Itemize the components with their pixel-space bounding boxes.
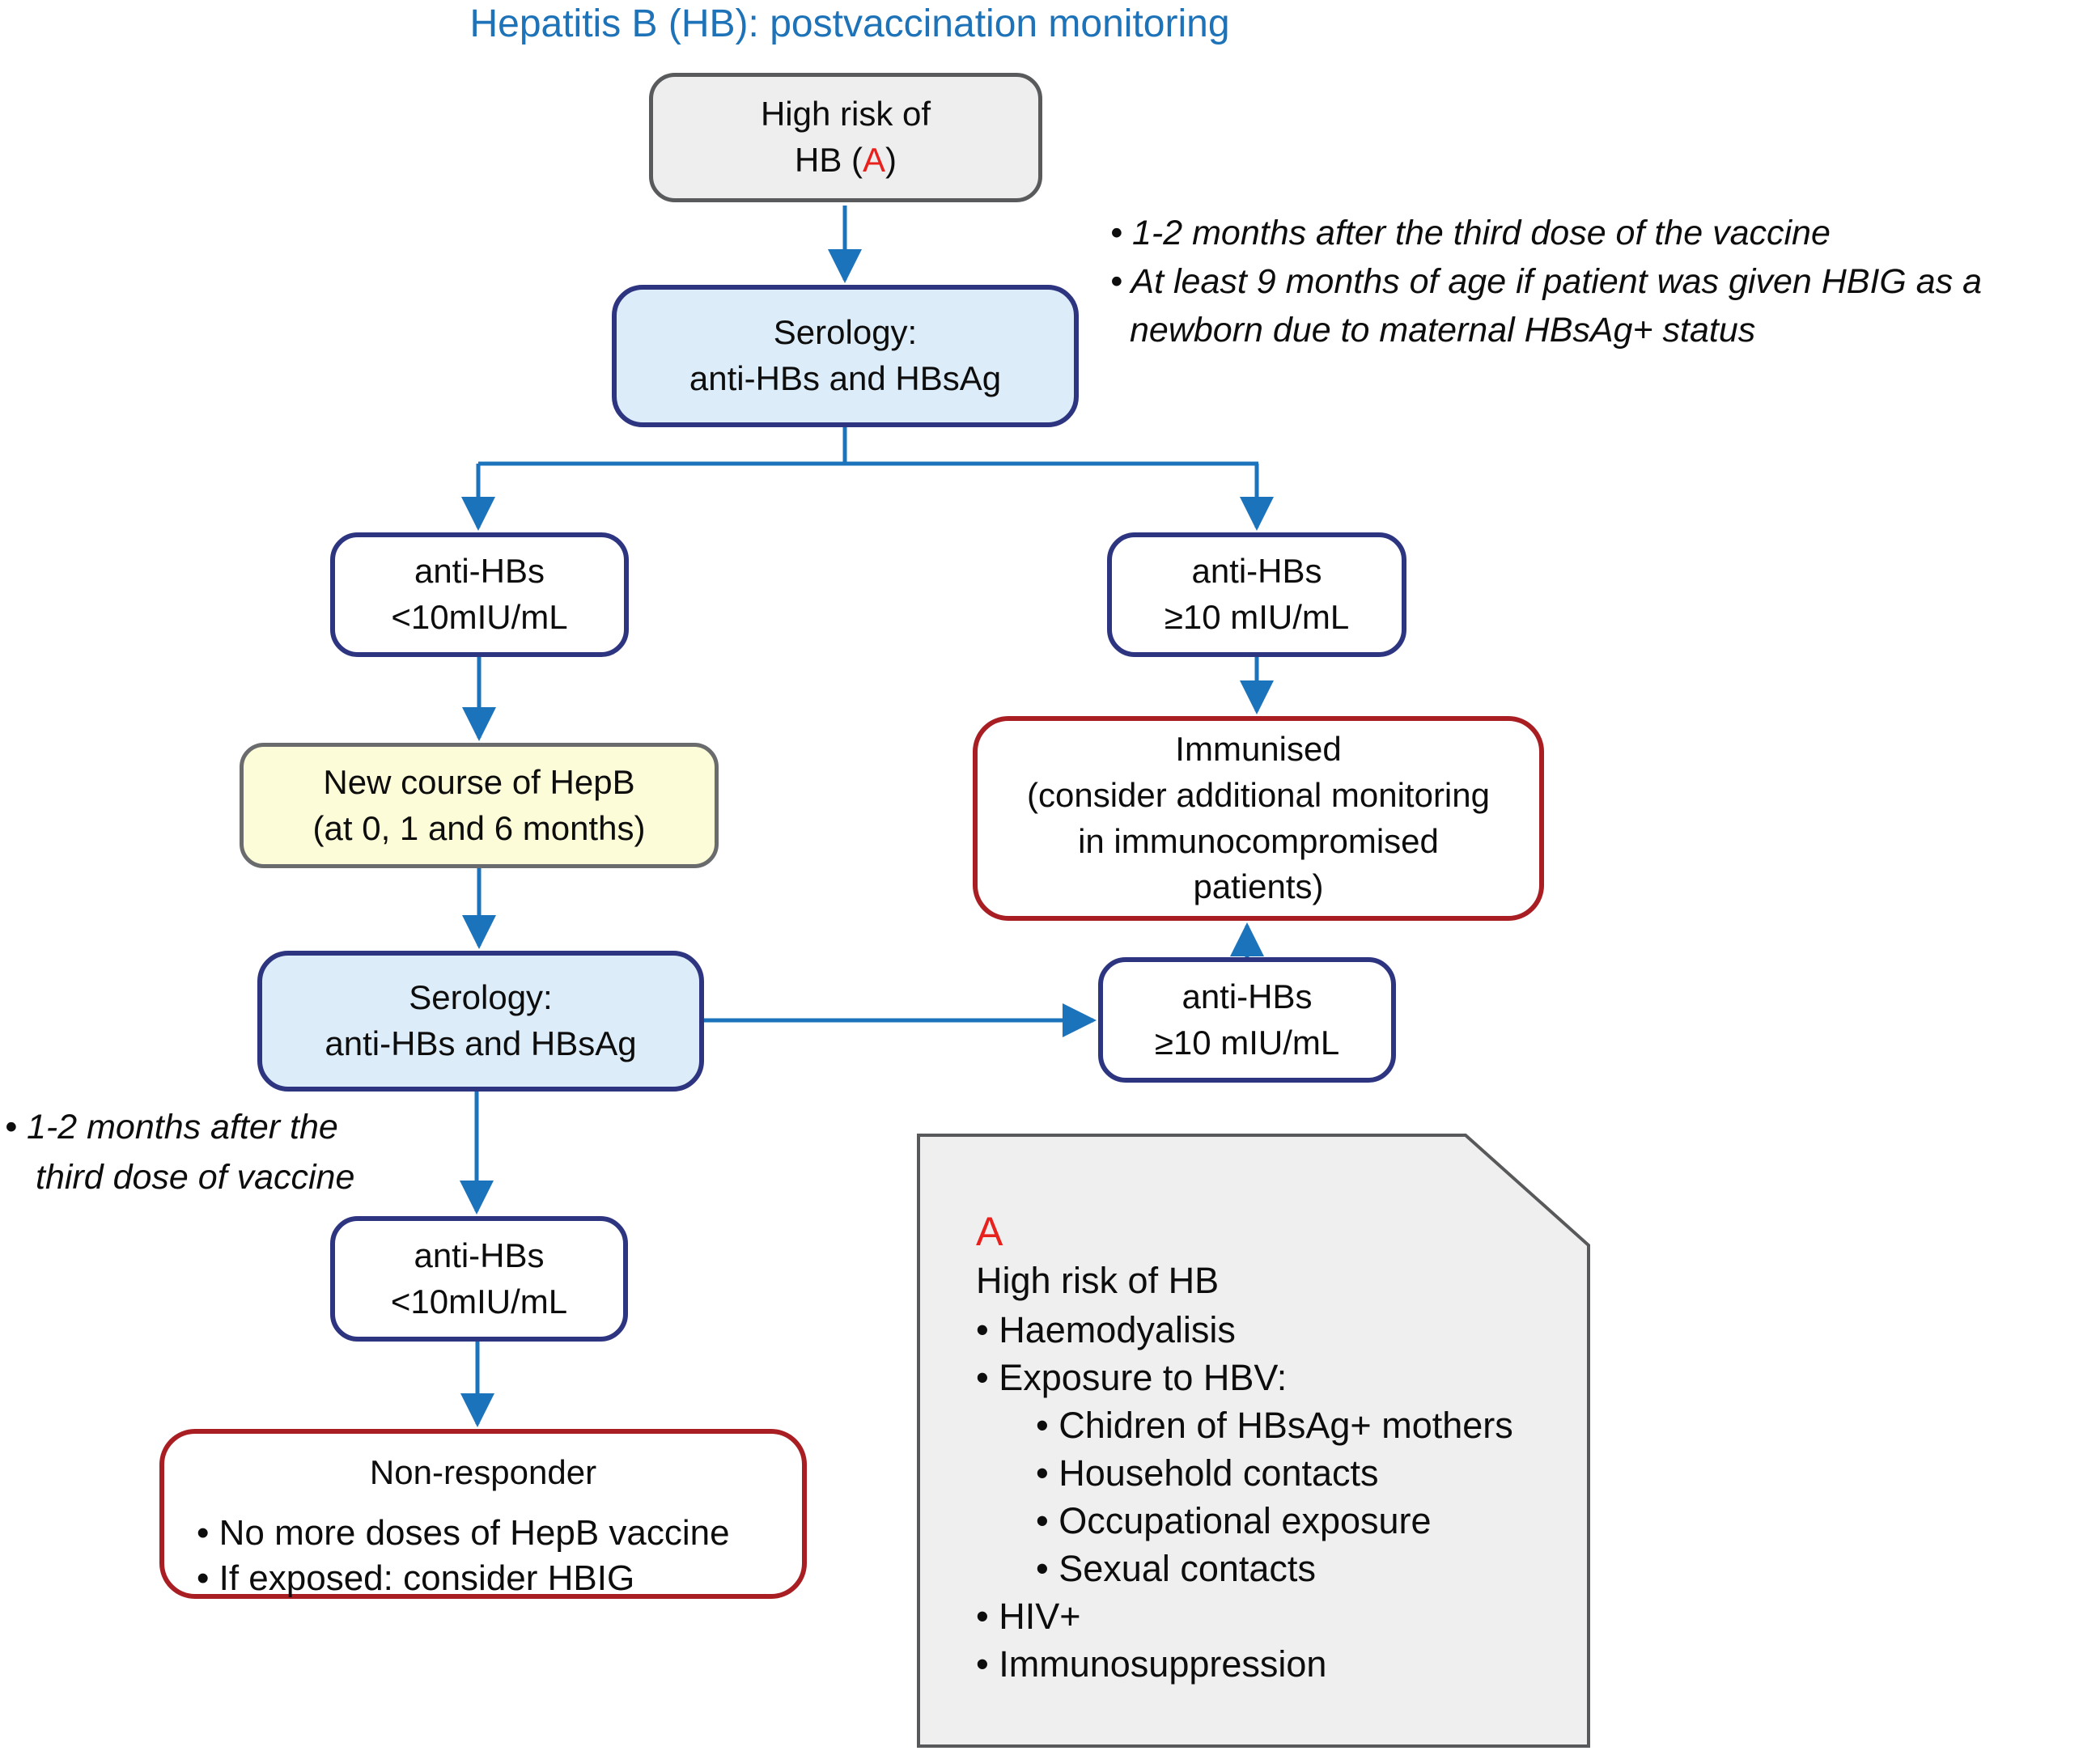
note-item: • HIV+	[976, 1596, 1081, 1637]
node-immunised-line2: (consider additional monitoring	[1027, 775, 1490, 814]
node-antihbs-low-2-line2: <10mIU/mL	[390, 1282, 568, 1320]
node-antihbs-low-1-line1: anti-HBs	[414, 552, 545, 591]
node-immunised: Immunised (consider additional monitorin…	[973, 716, 1544, 921]
note-marker-a-ref: A	[862, 141, 885, 179]
page-title: Hepatitis B (HB): postvaccination monito…	[469, 2, 1230, 45]
annotation-line: • 1-2 months after the third dose of the…	[1110, 214, 1831, 252]
node-serology-2-line1: Serology:	[409, 978, 553, 1017]
annotation-line: third dose of vaccine	[36, 1158, 355, 1197]
node-serology-1-line1: Serology:	[773, 313, 918, 352]
node-antihbs-high-2-line1: anti-HBs	[1182, 977, 1313, 1015]
node-serology-2-line2: anti-HBs and HBsAg	[325, 1024, 637, 1062]
node-antihbs-high-2-line2: ≥10 mIU/mL	[1154, 1023, 1340, 1062]
annotation-line: • 1-2 months after the	[5, 1108, 338, 1147]
node-antihbs-high-1-line2: ≥10 mIU/mL	[1164, 598, 1350, 636]
note-item: • Sexual contacts	[1036, 1548, 1316, 1589]
node-immunised-line4: patients)	[1193, 867, 1324, 906]
node-non-responder-body: Non-responder • No more doses of HepB va…	[164, 1450, 802, 1601]
node-serology-1: Serology: anti-HBs and HBsAg	[612, 285, 1079, 427]
node-non-responder-title: Non-responder	[369, 1453, 597, 1491]
note-item: • Household contacts	[1036, 1452, 1379, 1494]
node-high-risk-line2: HB (A)	[795, 138, 897, 184]
note-heading: High risk of HB	[976, 1260, 1220, 1301]
note-item: • Chidren of HBsAg+ mothers	[1036, 1405, 1513, 1446]
node-non-responder: Non-responder • No more doses of HepB va…	[159, 1429, 807, 1599]
node-immunised-line3: in immunocompromised	[1078, 821, 1439, 860]
node-non-responder-bullet: • No more doses of HepB vaccine	[197, 1512, 730, 1553]
annotation-serology2-timing: • 1-2 months after the third dose of vac…	[5, 1102, 426, 1202]
note-box: A High risk of HB • Haemodyalisis • Expo…	[976, 1207, 1513, 1688]
node-immunised-line1: Immunised	[1175, 730, 1342, 769]
annotation-line: newborn due to maternal HBsAg+ status	[1130, 311, 1756, 350]
node-antihbs-low-1-line2: <10mIU/mL	[391, 598, 568, 636]
node-new-course-line1: New course of HepB	[323, 762, 635, 801]
node-new-course-line2: (at 0, 1 and 6 months)	[312, 808, 646, 847]
note-item: • Occupational exposure	[1036, 1500, 1432, 1541]
node-antihbs-high-1: anti-HBs ≥10 mIU/mL	[1107, 532, 1406, 657]
node-serology-2: Serology: anti-HBs and HBsAg	[257, 951, 704, 1092]
note-item: • Haemodyalisis	[976, 1309, 1236, 1350]
node-antihbs-high-1-line1: anti-HBs	[1191, 552, 1322, 591]
note-item: • Exposure to HBV:	[976, 1357, 1288, 1398]
node-high-risk-line2-pre: HB (	[794, 141, 863, 179]
note-item: • Immunosuppression	[976, 1643, 1327, 1685]
node-non-responder-bullet: • If exposed: consider HBIG	[197, 1558, 635, 1598]
node-high-risk-line2-post: )	[885, 141, 897, 179]
node-antihbs-high-2: anti-HBs ≥10 mIU/mL	[1098, 957, 1396, 1083]
node-antihbs-low-2-line1: anti-HBs	[414, 1236, 545, 1274]
node-high-risk: High risk of HB (A)	[649, 73, 1042, 202]
annotation-line: • At least 9 months of age if patient wa…	[1110, 262, 1983, 301]
annotation-serology1-timing: • 1-2 months after the third dose of the…	[1110, 209, 2099, 354]
node-new-course: New course of HepB (at 0, 1 and 6 months…	[240, 743, 719, 868]
node-serology-1-line2: anti-HBs and HBsAg	[689, 359, 1002, 397]
node-antihbs-low-1: anti-HBs <10mIU/mL	[330, 532, 629, 657]
node-antihbs-low-2: anti-HBs <10mIU/mL	[330, 1216, 628, 1342]
node-high-risk-line1: High risk of	[760, 95, 931, 134]
note-marker-a: A	[976, 1209, 1003, 1254]
